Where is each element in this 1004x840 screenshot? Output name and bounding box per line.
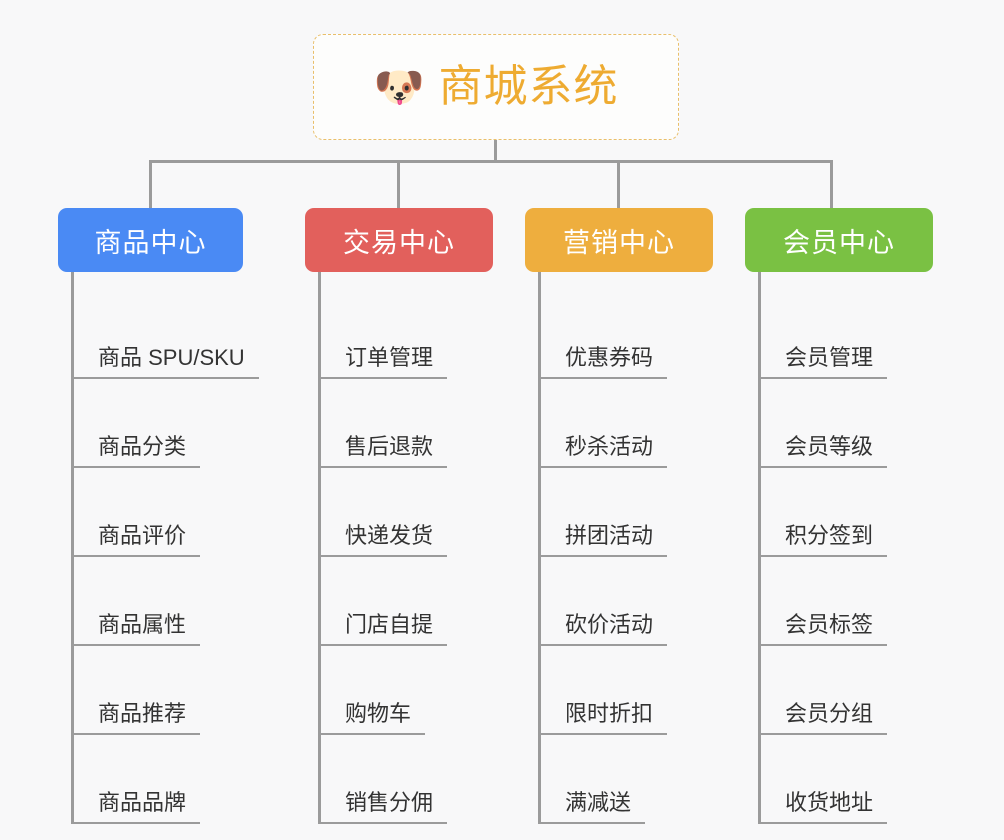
list-item[interactable]: 商品推荐: [58, 646, 318, 735]
list-item-label: 优惠券码: [565, 344, 654, 370]
connector-drop-product-center: [149, 160, 152, 208]
list-item-label: 购物车: [345, 700, 412, 726]
list-item-label: 积分签到: [785, 522, 874, 548]
list-item[interactable]: 商品 SPU/SKU: [58, 290, 318, 379]
list-item[interactable]: 积分签到: [745, 468, 975, 557]
branch-body-member-center: 会员管理 会员等级 积分签到 会员标签 会员分组 收货地址: [745, 272, 975, 824]
list-item[interactable]: 购物车: [305, 646, 535, 735]
connector-drop-trade-center: [397, 160, 400, 208]
list-item-label: 售后退款: [345, 433, 434, 459]
list-item-label: 砍价活动: [565, 611, 654, 637]
branch-title: 交易中心: [343, 227, 455, 258]
connector-drop-member-center: [830, 160, 833, 208]
list-item[interactable]: 门店自提: [305, 557, 535, 646]
branch-header-member-center[interactable]: 会员中心: [745, 208, 933, 272]
branch-body-product-center: 商品 SPU/SKU 商品分类 商品评价 商品属性 商品推荐 商品品牌: [58, 272, 318, 824]
branch-header-product-center[interactable]: 商品中心: [58, 208, 243, 272]
list-item[interactable]: 满减送: [525, 735, 755, 824]
list-item[interactable]: 秒杀活动: [525, 379, 755, 468]
connector-horizontal-bus: [149, 160, 833, 163]
list-item-label: 销售分佣: [345, 789, 434, 815]
branch-trunk: [758, 272, 761, 824]
branch-title: 营销中心: [563, 227, 675, 258]
list-item[interactable]: 优惠券码: [525, 290, 755, 379]
list-item-label: 商品评价: [98, 522, 187, 548]
list-item[interactable]: 订单管理: [305, 290, 535, 379]
list-item[interactable]: 限时折扣: [525, 646, 755, 735]
branch-body-trade-center: 订单管理 售后退款 快递发货 门店自提 购物车 销售分佣: [305, 272, 535, 824]
list-item-label: 商品分类: [98, 433, 187, 459]
list-item[interactable]: 会员分组: [745, 646, 975, 735]
branch-body-marketing-center: 优惠券码 秒杀活动 拼团活动 砍价活动 限时折扣 满减送: [525, 272, 755, 824]
branch-trade-center: 交易中心 订单管理 售后退款 快递发货 门店自提 购物车 销售分佣: [305, 208, 535, 824]
list-item[interactable]: 收货地址: [745, 735, 975, 824]
list-item[interactable]: 会员等级: [745, 379, 975, 468]
list-item-label: 满减送: [565, 789, 632, 815]
list-item-label: 商品 SPU/SKU: [98, 344, 245, 370]
list-item-label: 限时折扣: [565, 700, 654, 726]
list-item-label: 拼团活动: [565, 522, 654, 548]
list-item[interactable]: 商品分类: [58, 379, 318, 468]
list-item-label: 会员管理: [785, 344, 874, 370]
list-item-label: 商品推荐: [98, 700, 187, 726]
list-item[interactable]: 会员管理: [745, 290, 975, 379]
branch-title: 会员中心: [783, 227, 895, 258]
shiba-dog-face-icon: 🐶: [373, 63, 425, 110]
list-item[interactable]: 快递发货: [305, 468, 535, 557]
list-item-label: 订单管理: [345, 344, 434, 370]
branch-title: 商品中心: [94, 227, 207, 258]
list-item-label: 快递发货: [345, 522, 434, 548]
list-item[interactable]: 商品品牌: [58, 735, 318, 824]
branch-trunk: [318, 272, 321, 824]
list-item[interactable]: 商品属性: [58, 557, 318, 646]
branch-product-center: 商品中心 商品 SPU/SKU 商品分类 商品评价 商品属性 商品推荐 商品品牌: [58, 208, 318, 824]
list-item[interactable]: 会员标签: [745, 557, 975, 646]
list-item-label: 门店自提: [345, 611, 434, 637]
root-node[interactable]: 🐶 商城系统: [313, 34, 679, 140]
list-item-label: 商品属性: [98, 611, 187, 637]
connector-root-stem: [494, 140, 497, 162]
list-item-label: 会员分组: [785, 700, 874, 726]
list-item-label: 会员等级: [785, 433, 874, 459]
branch-trunk: [71, 272, 74, 824]
root-title: 商城系统: [438, 62, 619, 111]
branch-marketing-center: 营销中心 优惠券码 秒杀活动 拼团活动 砍价活动 限时折扣 满减送: [525, 208, 755, 824]
list-item-label: 秒杀活动: [565, 433, 654, 459]
list-item[interactable]: 砍价活动: [525, 557, 755, 646]
branch-header-trade-center[interactable]: 交易中心: [305, 208, 493, 272]
list-item[interactable]: 售后退款: [305, 379, 535, 468]
branch-trunk: [538, 272, 541, 824]
branch-header-marketing-center[interactable]: 营销中心: [525, 208, 713, 272]
list-item[interactable]: 拼团活动: [525, 468, 755, 557]
list-item-label: 会员标签: [785, 611, 874, 637]
list-item[interactable]: 销售分佣: [305, 735, 535, 824]
list-item-label: 收货地址: [785, 789, 874, 815]
list-item[interactable]: 商品评价: [58, 468, 318, 557]
list-item-label: 商品品牌: [98, 789, 187, 815]
branch-member-center: 会员中心 会员管理 会员等级 积分签到 会员标签 会员分组 收货地址: [745, 208, 975, 824]
connector-drop-marketing-center: [617, 160, 620, 208]
